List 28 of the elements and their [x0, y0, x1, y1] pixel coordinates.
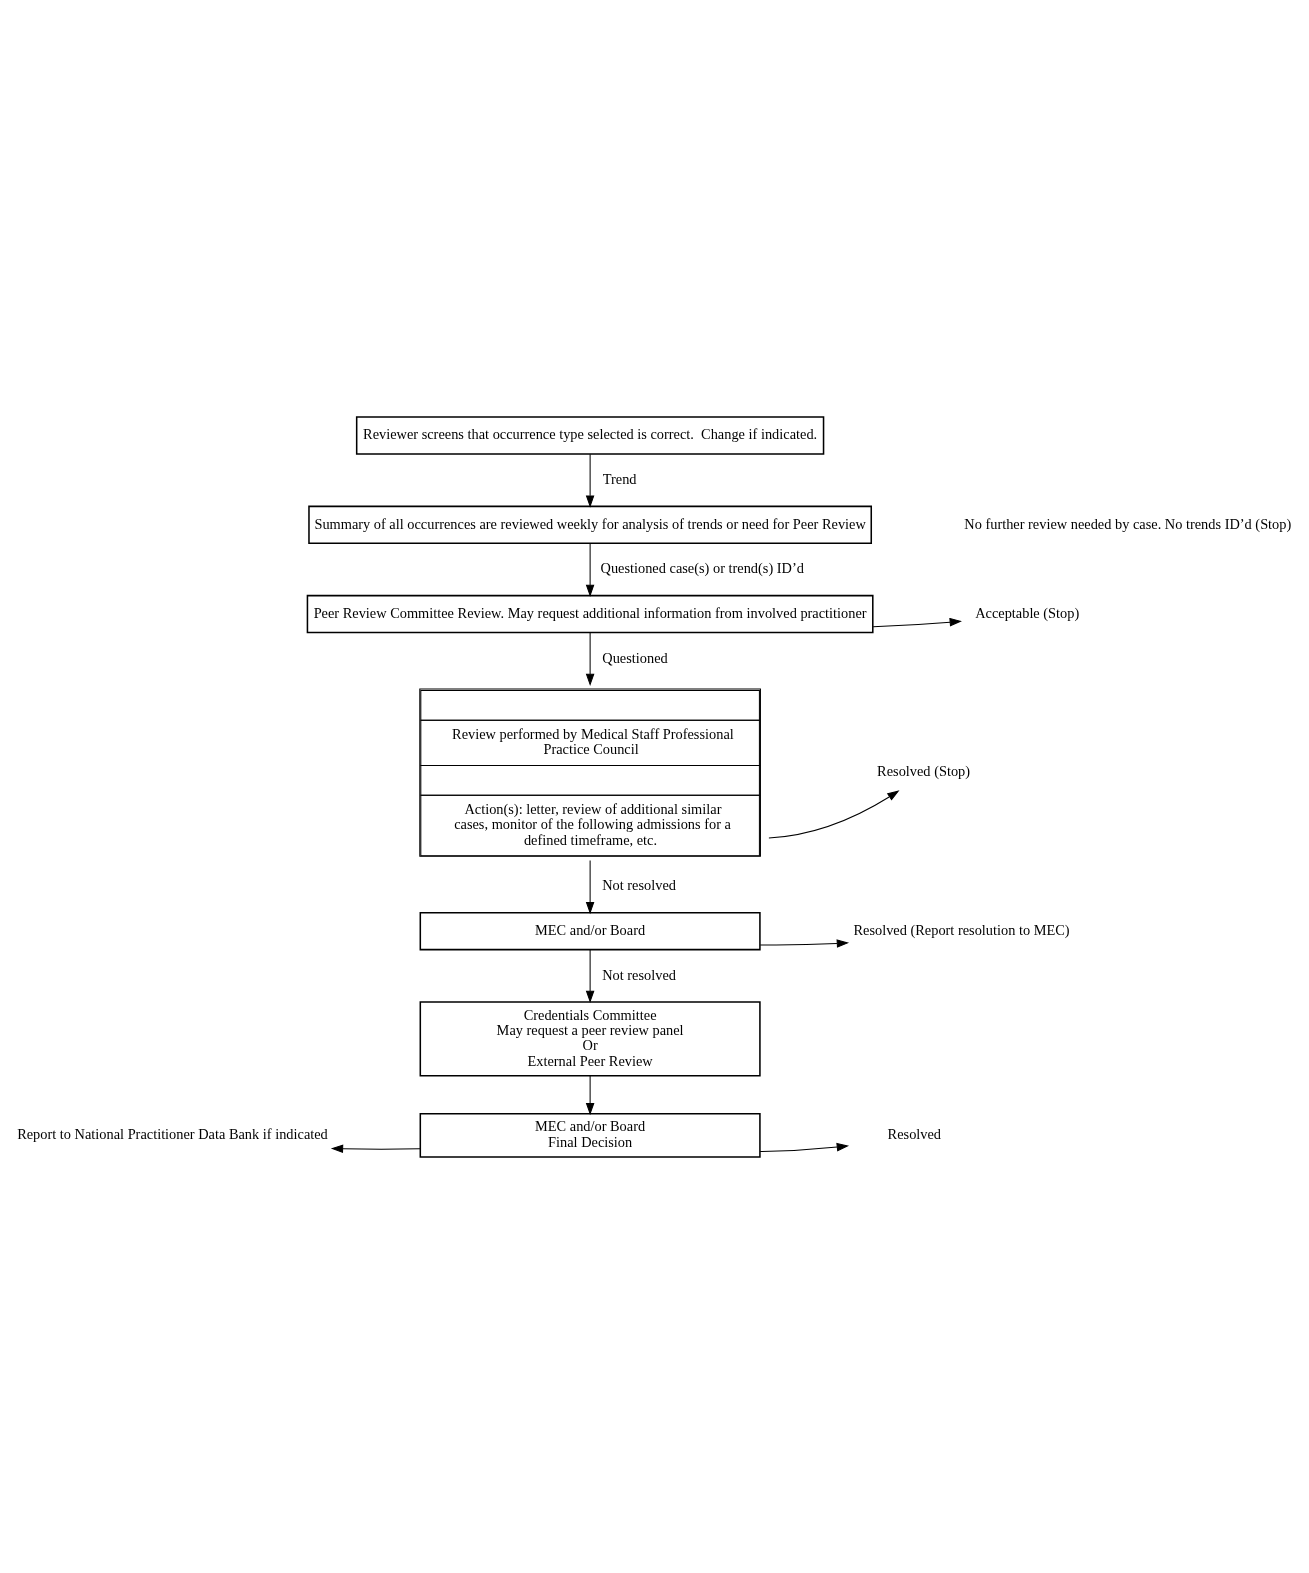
- arrow: [330, 1143, 421, 1153]
- node-box: MEC and/or Board: [419, 911, 761, 950]
- edge-label: Not resolved: [602, 876, 676, 893]
- label: No further review needed by case. No trends ID’d (Stop): [964, 515, 1292, 532]
- node-text: Report to National Practitioner Data Bank if indicated: [17, 1125, 328, 1142]
- node-text: Resolved: [887, 1125, 942, 1142]
- node-box: Peer Review Committee Review. May request additional information from involved practitioner: [306, 594, 874, 633]
- arrow: [585, 859, 595, 914]
- node-text: Acceptable (Stop): [975, 604, 1080, 621]
- edge-label: Questioned case(s) or trend(s) ID’d: [600, 559, 804, 576]
- arrow: [759, 1142, 850, 1152]
- arrow: [585, 542, 595, 597]
- arrow: [585, 631, 595, 686]
- edge-label: Trend: [602, 470, 637, 487]
- arrow: [759, 938, 850, 948]
- node-box: Reviewer screens that occurrence type selected is correct. Change if indicated.: [355, 415, 825, 455]
- edge-label: Not resolved: [602, 966, 676, 983]
- arrow: [585, 1074, 595, 1115]
- arrow: [768, 789, 900, 839]
- node-box: Credentials Committee May request a peer review panel Or External Peer Review: [419, 1000, 761, 1077]
- node-box: MEC and/or Board Final Decision: [419, 1112, 761, 1158]
- node-box: Summary of all occurrences are reviewed weekly for analysis of trends or need for Peer Review: [308, 505, 873, 544]
- node-text: Resolved (Stop): [877, 762, 971, 779]
- edge-label: Questioned: [602, 649, 668, 666]
- node-text: Resolved (Report resolution to MEC): [853, 921, 1070, 938]
- arrow: [585, 453, 595, 508]
- arrow: [585, 948, 595, 1003]
- arrow: [872, 617, 962, 627]
